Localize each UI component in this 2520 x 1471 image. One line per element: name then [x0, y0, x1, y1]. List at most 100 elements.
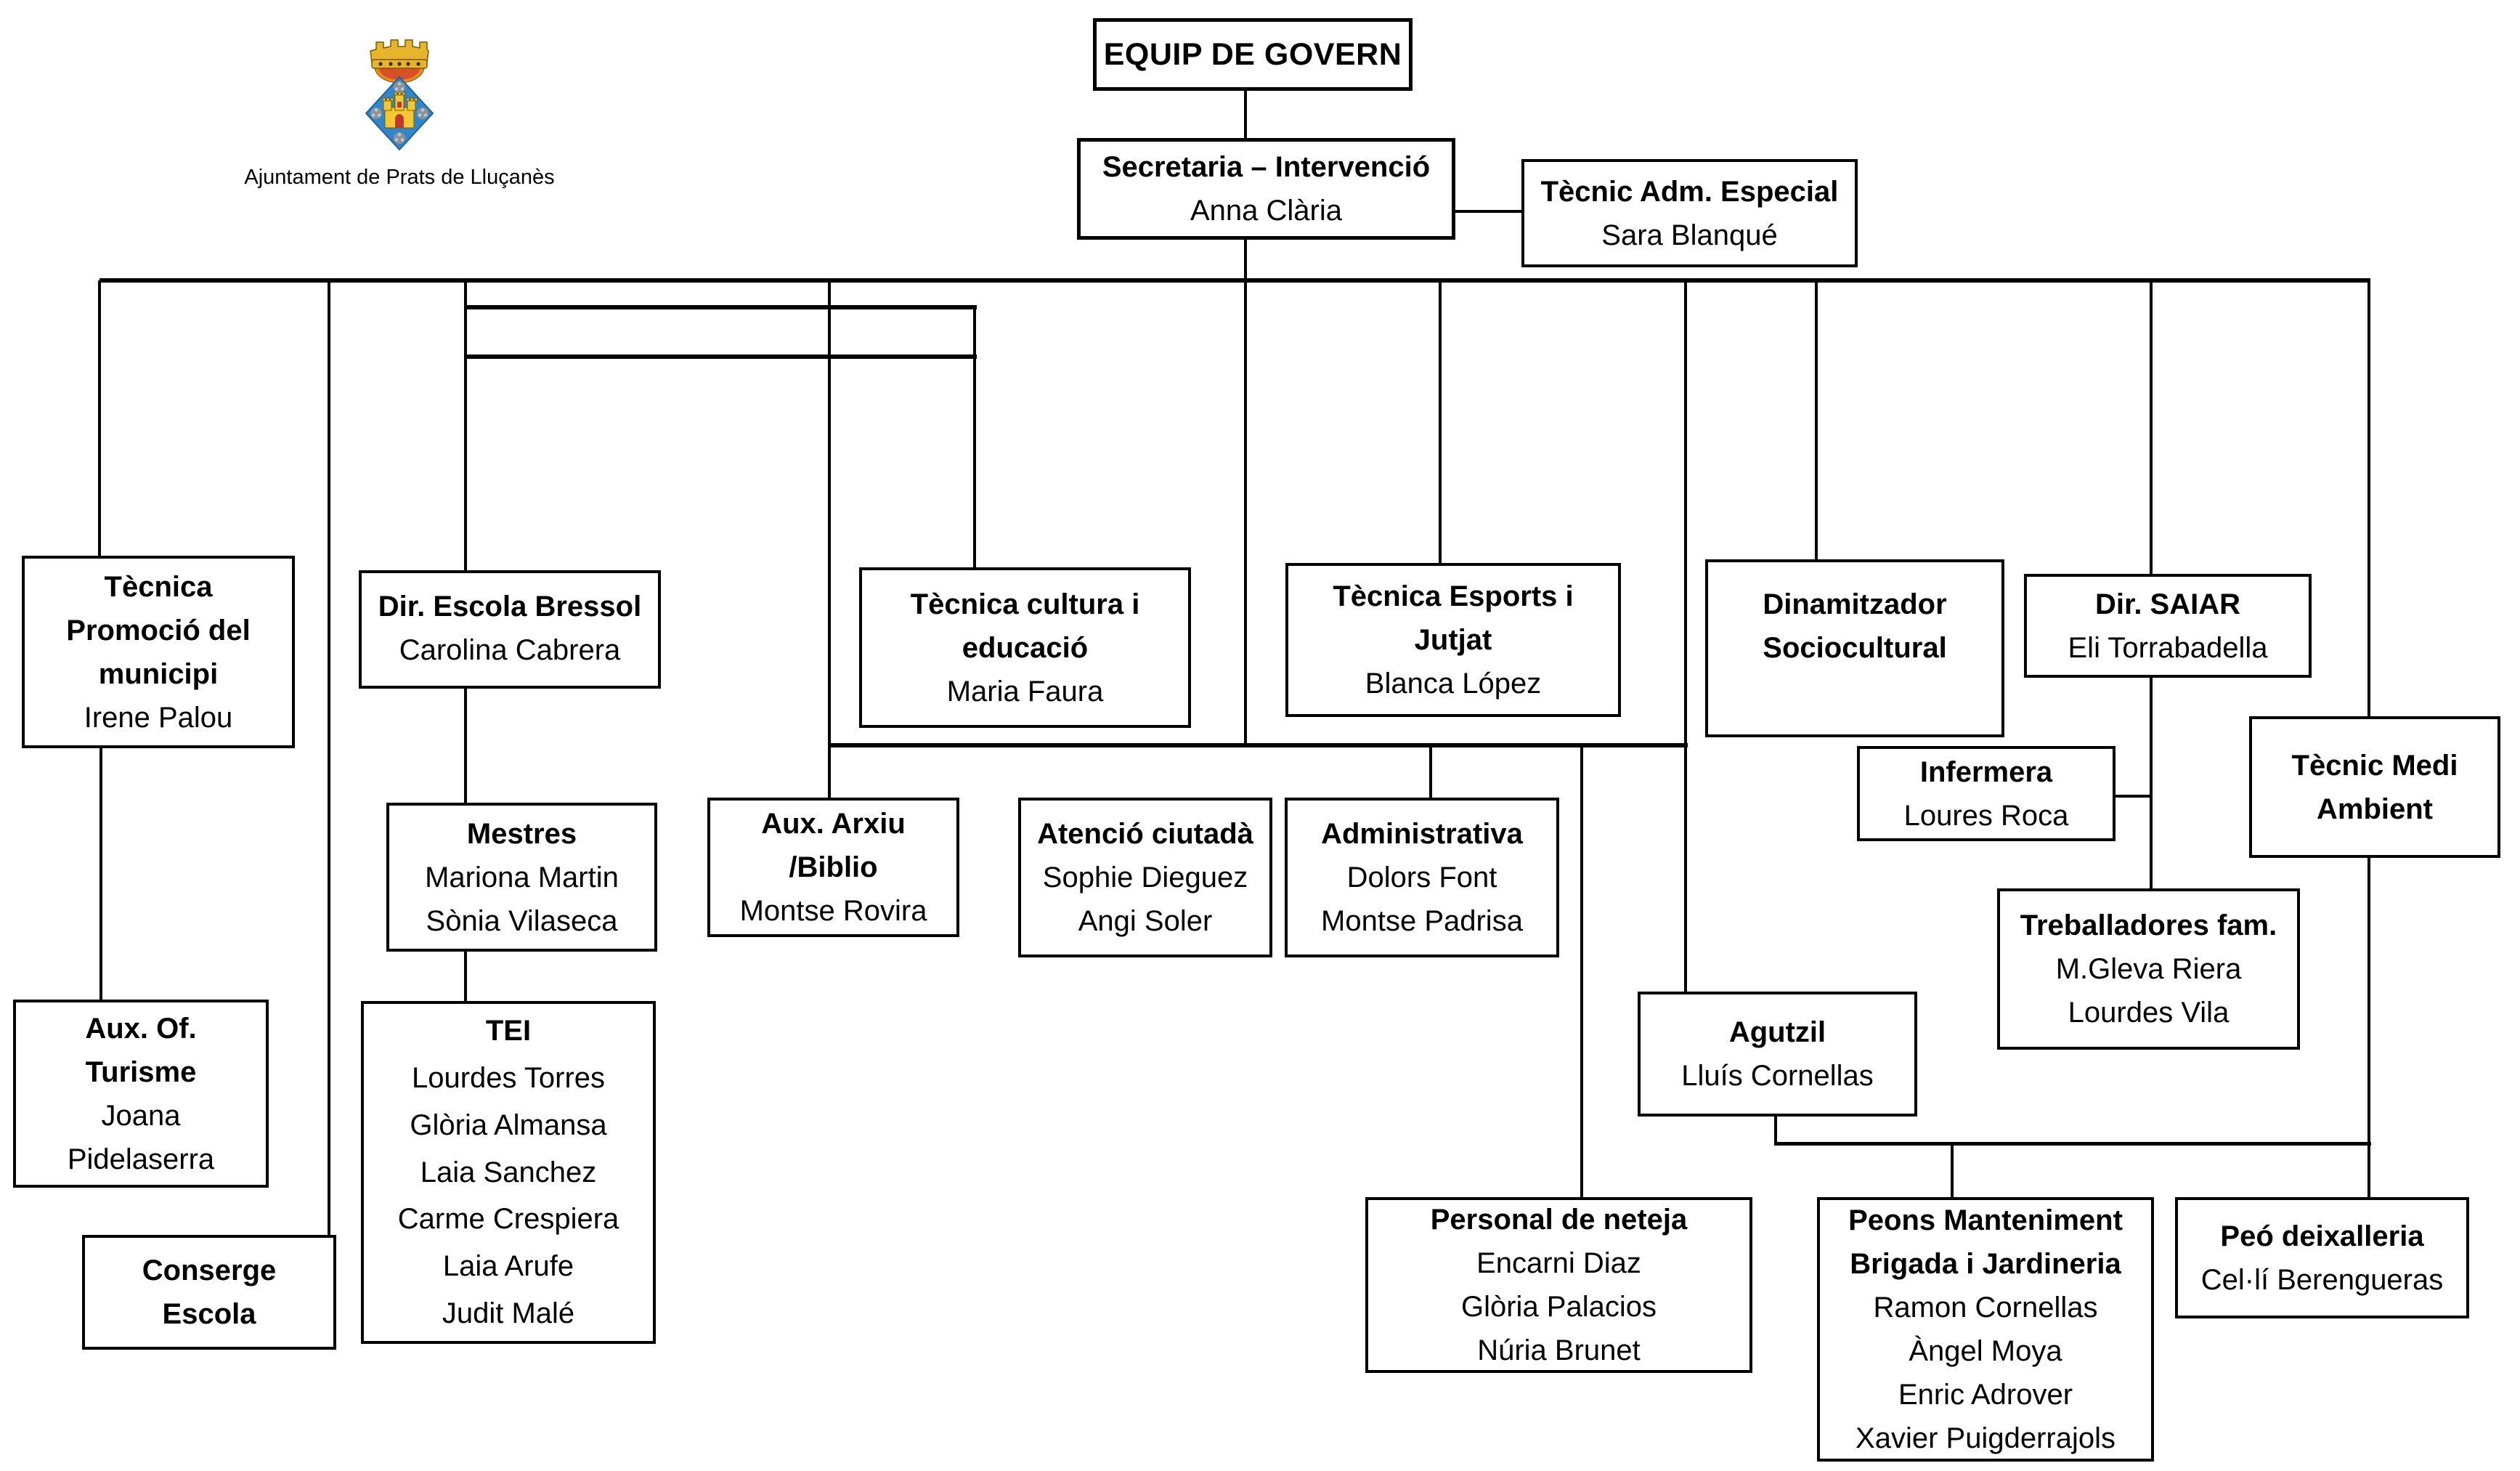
shield-icon: [365, 76, 434, 150]
org-box-infermera: Infermera Loures Roca: [1857, 746, 2115, 841]
box-name: Anna Clària: [1190, 195, 1342, 227]
box-title: Tècnica Esports i: [1333, 580, 1574, 612]
box-title: municipi: [98, 657, 219, 690]
drop-central: [1244, 280, 1247, 747]
box-title: Aux. Of.: [85, 1012, 197, 1045]
org-box-tecnica-cultura: Tècnica cultura i educació Maria Faura: [859, 567, 1191, 728]
org-box-administrativa: Administrativa Dolors Font Montse Padris…: [1285, 798, 1559, 957]
org-box-atencio-ciutada: Atenció ciutadà Sophie Dieguez Angi Sole…: [1018, 798, 1272, 957]
box-title: Tècnica: [104, 570, 213, 603]
box-name: Sophie Dieguez: [1042, 862, 1248, 893]
box-title: Atenció ciutadà: [1037, 818, 1253, 850]
box-name: Pidelaserra: [67, 1143, 215, 1175]
box-title: Peons Manteniment: [1848, 1204, 2123, 1236]
org-box-aux-arxiu-biblio: Aux. Arxiu /Biblio Montse Rovira: [707, 798, 959, 937]
org-box-conserge-escola: Conserge Escola: [82, 1235, 336, 1350]
connector-mestres-tei: [464, 950, 467, 1002]
org-box-secretaria: Secretaria – Intervenció Anna Clària: [1077, 138, 1455, 240]
drop-dinamitzador: [1815, 280, 1818, 561]
box-name: M.Gleva Riera: [2055, 953, 2242, 985]
drop-saiar: [2150, 280, 2153, 575]
box-title: Conserge: [142, 1255, 277, 1286]
box-name: Cel·lí Berengueras: [2200, 1263, 2444, 1296]
drop-medi-ambient: [2367, 280, 2370, 718]
box-title: Mestres: [466, 817, 577, 850]
org-box-dir-escola-bressol: Dir. Escola Bressol Carolina Cabrera: [359, 570, 661, 689]
box-title: Ambient: [2317, 793, 2433, 825]
box-name: Glòria Almansa: [410, 1109, 607, 1141]
box-title: Peó deixalleria: [2220, 1220, 2424, 1252]
connector-promocio-turisme: [99, 747, 102, 1001]
castle-icon: [382, 92, 418, 129]
box-title: Turisme: [85, 1055, 197, 1088]
bottom-horizontal-line: [1774, 1142, 2371, 1146]
connector-bressol-mestres: [464, 687, 467, 804]
ladder-rung-lower: [464, 354, 977, 359]
org-box-personal-neteja: Personal de neteja Encarni Diaz Glòria P…: [1365, 1197, 1752, 1373]
box-title: Aux. Arxiu: [761, 808, 906, 840]
box-name: Laia Arufe: [442, 1250, 574, 1283]
box-name: Àngel Moya: [1909, 1335, 2062, 1367]
crest-icon: [365, 39, 434, 150]
connector-secretaria-tecnicadm: [1455, 210, 1521, 213]
box-title: Dir. Escola Bressol: [378, 591, 642, 623]
connector-agutzil-down: [1774, 1115, 1777, 1145]
box-name: Sònia Vilaseca: [426, 904, 618, 937]
ladder-rung-upper: [464, 305, 977, 309]
connector-secretaria-mainline: [1244, 240, 1247, 282]
org-box-equip-de-govern: EQUIP DE GOVERN: [1093, 18, 1413, 91]
drop-escola-bressol: [464, 280, 467, 572]
box-name: Angi Soler: [1078, 905, 1213, 937]
box-name: Blanca López: [1365, 668, 1542, 700]
org-box-mestres: Mestres Mariona Martin Sònia Vilaseca: [386, 803, 657, 952]
box-title: Administrativa: [1321, 818, 1523, 850]
box-name: Xavier Puigderrajols: [1856, 1422, 2115, 1454]
box-title: Promoció del: [66, 614, 251, 647]
box-name: Maria Faura: [946, 675, 1104, 708]
mid-horizontal-line: [828, 743, 1688, 747]
box-name: Montse Padrisa: [1321, 905, 1523, 937]
box-title: Secretaria – Intervenció: [1102, 151, 1431, 183]
connector-equip-secretaria: [1244, 91, 1247, 138]
org-box-peons-manteniment: Peons Manteniment Brigada i Jardineria R…: [1817, 1197, 2154, 1462]
main-horizontal-line: [99, 278, 2370, 283]
drop-esports: [1439, 280, 1442, 564]
rosette-icons: [370, 81, 428, 144]
box-name: Montse Rovira: [739, 895, 927, 927]
box-name: Núria Brunet: [1477, 1334, 1641, 1366]
box-title: Tècnic Adm. Especial: [1540, 175, 1839, 208]
box-name: Encarni Diaz: [1476, 1247, 1641, 1279]
box-name: Ramon Cornellas: [1873, 1292, 2098, 1324]
box-title: Sociocultural: [1763, 632, 1947, 664]
box-name: Carolina Cabrera: [399, 634, 621, 666]
box-name: Loures Roca: [1903, 799, 2069, 832]
org-box-agutzil: Agutzil Lluís Cornellas: [1638, 992, 1917, 1117]
box-title: Jutjat: [1414, 624, 1492, 656]
connector-medi-peo: [2367, 856, 2370, 1199]
box-title: Dinamitzador: [1763, 588, 1947, 620]
box-name: Lourdes Vila: [2068, 997, 2230, 1029]
box-title: Tècnica cultura i: [910, 588, 1140, 620]
drop-tecnica-promocio: [98, 280, 101, 557]
box-name: Lluís Cornellas: [1681, 1060, 1874, 1092]
box-name: Lourdes Torres: [411, 1062, 606, 1094]
org-box-tei: TEI Lourdes Torres Glòria Almansa Laia S…: [361, 1001, 656, 1344]
connector-infermera: [2115, 795, 2153, 798]
box-name: Joana: [101, 1099, 181, 1132]
box-name: Mariona Martin: [425, 861, 619, 893]
box-name: Carme Crespiera: [397, 1203, 619, 1236]
box-title: Dir. SAIAR: [2094, 588, 2241, 620]
drop-cultura: [973, 307, 976, 569]
box-title: Infermera: [1919, 755, 2053, 788]
box-title: /Biblio: [789, 851, 878, 883]
logo-caption: Ajuntament de Prats de Lluçanès: [244, 166, 555, 189]
box-name: Sara Blanqué: [1601, 219, 1778, 251]
box-title: Brigada i Jardineria: [1850, 1248, 2121, 1280]
box-title: Agutzil: [1728, 1016, 1826, 1048]
box-title: Escola: [162, 1298, 256, 1330]
drop-conserge-escola: [328, 280, 330, 1236]
drop-aux-arxiu: [828, 280, 831, 799]
org-box-tecnic-medi-ambient: Tècnic Medi Ambient: [2249, 716, 2500, 858]
box-name: Enric Adrover: [1898, 1379, 2073, 1411]
